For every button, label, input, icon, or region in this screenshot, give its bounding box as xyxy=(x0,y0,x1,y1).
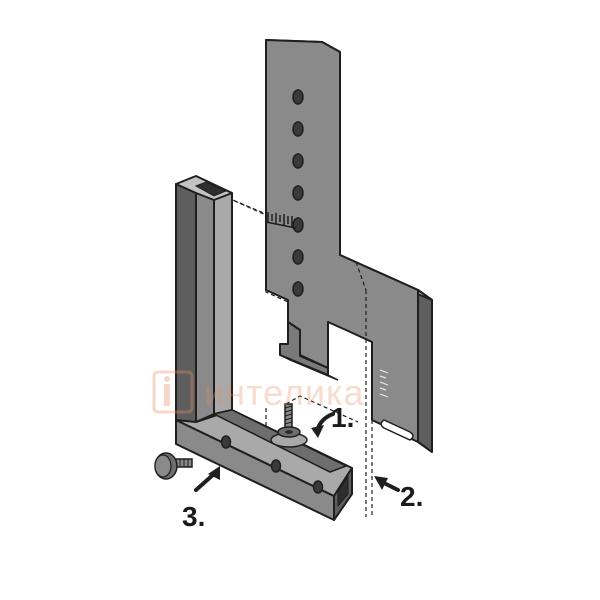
lower-scale xyxy=(379,369,389,398)
measurement-scale xyxy=(265,212,297,229)
watermark-text: интелика xyxy=(204,372,365,413)
step-3-label: 3. xyxy=(182,501,206,532)
plate-holes xyxy=(292,89,304,297)
threaded-stud xyxy=(270,403,308,448)
step-1-label: 1. xyxy=(331,402,355,433)
watermark: интелика xyxy=(152,370,452,416)
step-2-arrow-icon xyxy=(374,476,400,492)
thumb-screw xyxy=(154,452,193,480)
bracket-holes xyxy=(220,435,324,494)
step-3-arrow-icon xyxy=(194,466,220,492)
mounting-plate xyxy=(265,39,433,453)
watermark-logo-icon xyxy=(152,370,194,414)
step-1-arrow-icon xyxy=(311,412,335,438)
step-2-label: 2. xyxy=(400,481,424,512)
